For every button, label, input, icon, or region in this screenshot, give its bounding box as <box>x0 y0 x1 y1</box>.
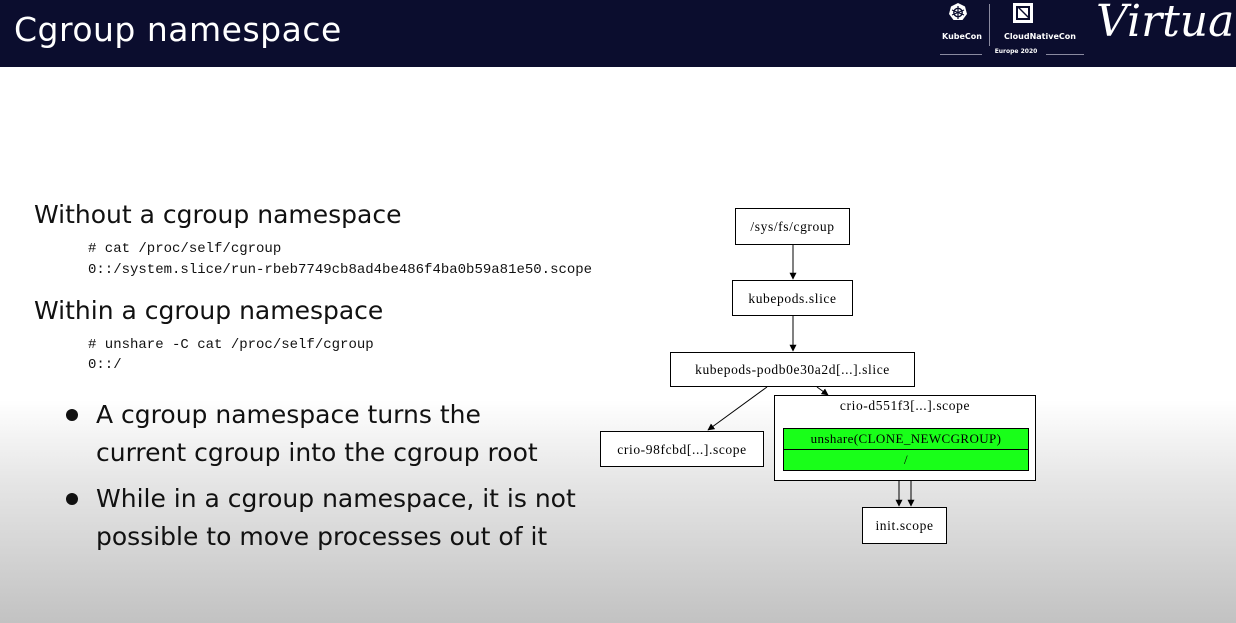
bullet-icon <box>66 493 78 505</box>
logo-divider <box>989 4 990 46</box>
slide-header: Cgroup namespace KubeCon CloudNativeCon … <box>0 0 1236 67</box>
node-pod-slice: kubepods-podb0e30a2d[...].slice <box>670 352 915 387</box>
node-cgroup-root-slash: / <box>783 449 1029 471</box>
cloudnativecon-logo-text: CloudNativeCon <box>1004 32 1076 41</box>
bullet-item-1: A cgroup namespace turns the current cgr… <box>96 400 538 467</box>
logo-underline-left <box>940 54 982 55</box>
bullet-item-2: While in a cgroup namespace, it is not p… <box>96 484 576 551</box>
node-sys-fs-cgroup: /sys/fs/cgroup <box>735 208 850 245</box>
cluster-crio-right-scope: crio-d551f3[...].scope unshare(CLONE_NEW… <box>774 395 1036 481</box>
cncf-icon <box>1013 3 1033 23</box>
heading-within-namespace: Within a cgroup namespace <box>34 296 384 325</box>
kubernetes-helm-icon <box>949 3 967 20</box>
code-within-line-1: # unshare -C cat /proc/self/cgroup <box>88 337 374 353</box>
edge-pod-to-crio-left <box>707 386 768 431</box>
node-unshare-clone-newcgroup: unshare(CLONE_NEWCGROUP) <box>783 428 1029 450</box>
europe-2020-label: Europe 2020 <box>994 48 1038 55</box>
code-without-line-1: # cat /proc/self/cgroup <box>88 241 282 257</box>
code-within-line-2: 0::/ <box>88 357 122 373</box>
logo-underline-right <box>1046 54 1084 55</box>
node-kubepods-slice: kubepods.slice <box>732 280 853 316</box>
node-crio-left-scope: crio-98fcbd[...].scope <box>600 431 764 467</box>
edge-pod-to-crio-right <box>816 386 829 396</box>
cluster-crio-right-label: crio-d551f3[...].scope <box>839 398 971 413</box>
slide-title: Cgroup namespace <box>14 10 342 49</box>
bullet-icon <box>66 409 78 421</box>
code-without-line-2: 0::/system.slice/run-rbeb7749cb8ad4be486… <box>88 262 593 278</box>
kubecon-logo-text: KubeCon <box>942 32 982 41</box>
virtual-logo-text: Virtual <box>1096 0 1236 47</box>
node-init-scope: init.scope <box>862 507 947 544</box>
heading-without-namespace: Without a cgroup namespace <box>34 200 402 229</box>
